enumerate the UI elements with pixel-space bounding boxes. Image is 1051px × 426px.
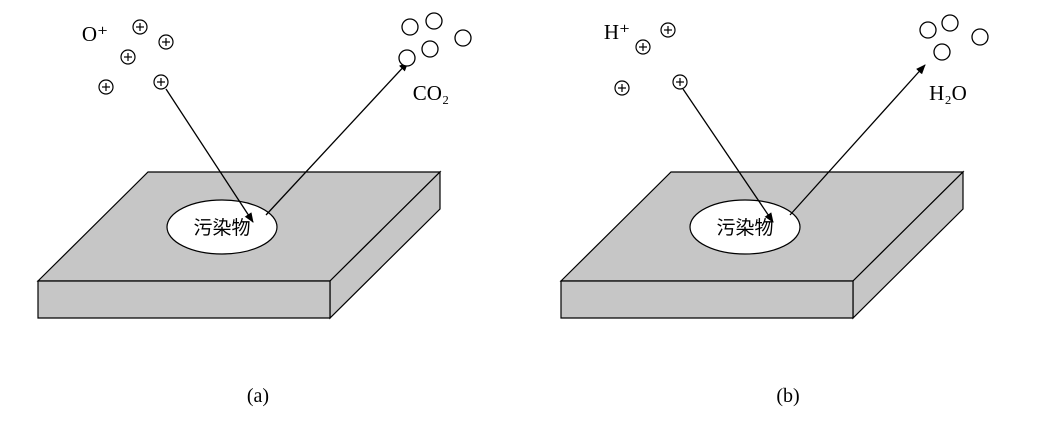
product-molecule: [933, 43, 951, 61]
product-molecule: [421, 40, 439, 58]
ion-symbol: [132, 19, 148, 35]
slab-front-face: [560, 280, 854, 319]
product-molecule: [401, 18, 419, 36]
product-label: H₂O: [929, 81, 967, 105]
panel-caption: (a): [247, 385, 269, 407]
arrow-surface-to-product: [265, 61, 409, 216]
ion-symbol: [614, 80, 630, 96]
product-molecule: [941, 14, 959, 32]
panel-b: 污染物 H⁺ H₂O (b): [559, 14, 989, 407]
pollutant-spot-label: 污染物: [716, 217, 773, 239]
product-molecule: [454, 29, 472, 47]
product-label: CO₂: [413, 81, 450, 105]
panel-caption: (b): [776, 385, 799, 407]
ion-symbol: [153, 74, 169, 90]
pollutant-spot-label: 污染物: [193, 217, 250, 239]
ion-symbol: [635, 39, 651, 55]
ion-symbol: [158, 34, 174, 50]
ion-label: H⁺: [604, 20, 630, 44]
ion-symbol: [98, 79, 114, 95]
ion-label: O⁺: [82, 22, 108, 46]
product-molecule: [425, 12, 443, 30]
arrow-ions-to-surface: [682, 88, 774, 223]
product-molecule: [971, 28, 989, 46]
product-molecule: [398, 49, 416, 67]
product-molecule: [919, 21, 937, 39]
ion-symbol: [120, 49, 136, 65]
slab-front-face: [37, 280, 331, 319]
ion-symbol: [672, 74, 688, 90]
panel-a: 污染物 O⁺ CO₂ (a): [36, 12, 472, 407]
ion-symbol: [660, 22, 676, 38]
arrow-ions-to-surface: [165, 88, 254, 223]
arrow-surface-to-product: [789, 64, 926, 216]
